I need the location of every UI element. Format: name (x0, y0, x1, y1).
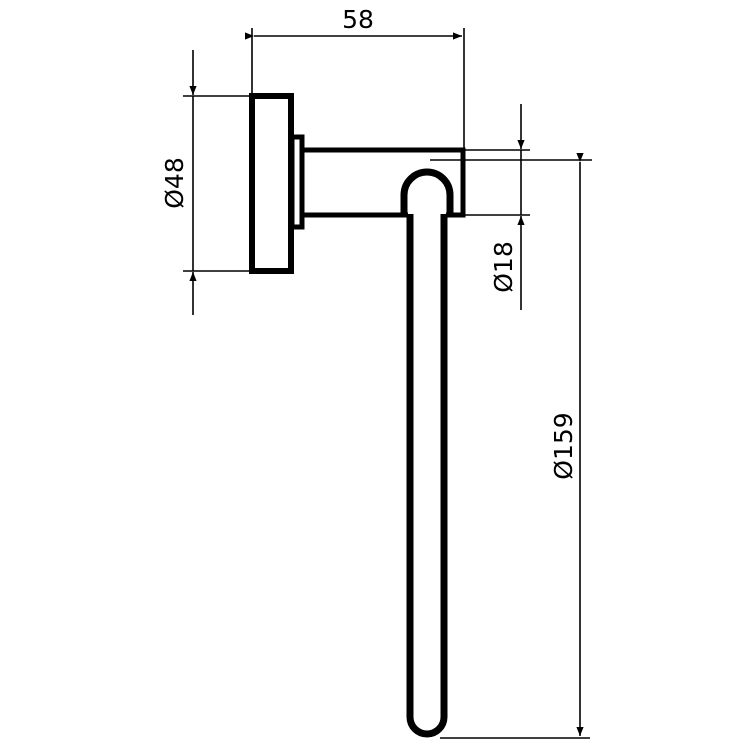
arm-rod (303, 147, 466, 218)
dimension-58 (245, 28, 465, 150)
dimension-48 (183, 50, 252, 315)
towel-ring (400, 168, 454, 738)
towel-ring-inner (400, 195, 454, 214)
wall-plate (249, 93, 294, 274)
dimension-18 (464, 104, 530, 310)
collar (289, 134, 305, 230)
label-58: 58 (342, 5, 374, 34)
label-48: Ø48 (160, 157, 189, 209)
dimension-159 (430, 153, 592, 739)
label-18: Ø18 (489, 241, 518, 293)
label-159: Ø159 (549, 412, 578, 479)
